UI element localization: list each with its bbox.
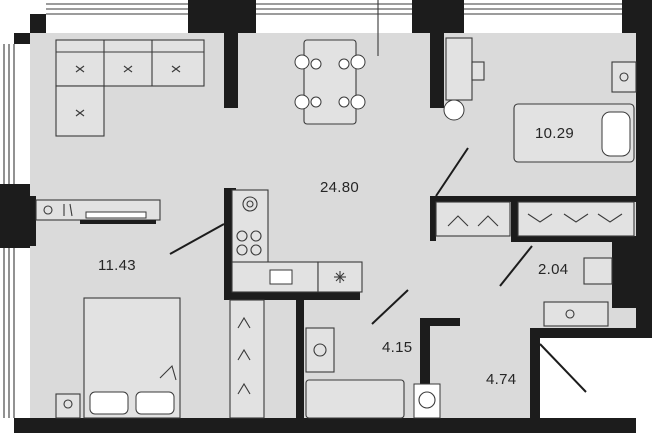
tv-stand — [35, 199, 161, 224]
area-living-kitchen: 24.80 — [320, 179, 359, 196]
corner-sofa — [55, 39, 205, 137]
dining-table — [294, 39, 366, 125]
area-shower-room: 4.15 — [382, 339, 412, 356]
toilet-fixtures — [543, 257, 613, 327]
bathroom-fixtures — [443, 37, 637, 163]
area-bedroom: 11.43 — [98, 257, 136, 274]
area-toilet: 2.04 — [538, 261, 568, 278]
area-hallway: 4.74 — [486, 371, 516, 388]
wardrobe-hall — [435, 201, 635, 237]
windows — [3, 3, 622, 418]
kitchen-counter — [231, 189, 363, 293]
doors — [169, 147, 587, 393]
shower-room-fixtures — [305, 327, 441, 419]
area-bathroom: 10.29 — [535, 125, 574, 142]
bed — [55, 297, 181, 419]
wardrobe-bedroom — [229, 299, 265, 419]
